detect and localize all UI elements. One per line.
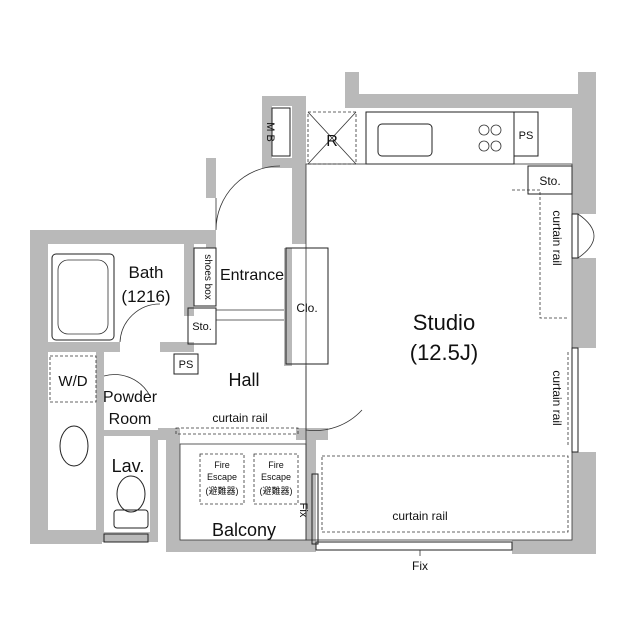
wall-balcony-left bbox=[166, 428, 180, 552]
wall-bath-right bbox=[184, 244, 194, 316]
fire-escape-2-line1: Fire bbox=[268, 460, 284, 470]
powder-door-arc bbox=[103, 374, 151, 397]
entrance-door-arc bbox=[215, 165, 281, 231]
fire-escape-2-line3: (避難器) bbox=[260, 485, 293, 496]
bath-size-label: (1216) bbox=[121, 287, 170, 306]
closet bbox=[285, 247, 329, 365]
curtain-rail-bottom bbox=[321, 455, 569, 533]
window-right-upper-door bbox=[577, 213, 595, 259]
ps-kitchen-box bbox=[513, 111, 539, 157]
wall-right-upper bbox=[572, 94, 596, 214]
wall-right-mid bbox=[572, 258, 596, 348]
wall-bath-bottom-right bbox=[160, 342, 194, 352]
window-bottom-fix bbox=[315, 541, 513, 551]
fire-escape-1-line1: Fire bbox=[214, 460, 230, 470]
sto-studio-label: Sto. bbox=[539, 174, 560, 188]
wall-bath-bottom-left bbox=[48, 342, 120, 352]
shoes-box-label: shoes box bbox=[202, 254, 213, 300]
ps-hall-box bbox=[173, 353, 199, 375]
fix-side-label: Fix bbox=[297, 503, 309, 518]
fix-bottom-label: Fix bbox=[412, 559, 428, 573]
wall-studio-left bbox=[292, 96, 306, 244]
balcony-floor bbox=[179, 443, 307, 541]
mb-label: M B bbox=[264, 122, 276, 142]
wall-balcony-right bbox=[306, 428, 316, 552]
fire-escape-2-line2: Escape bbox=[261, 472, 291, 482]
room-label: Room bbox=[109, 411, 152, 428]
wall-bottom-right bbox=[512, 540, 596, 554]
wall-top-left-cap bbox=[262, 96, 292, 106]
wall-powder-right bbox=[150, 430, 158, 542]
shoes-box bbox=[193, 247, 217, 307]
wall-corridor-top bbox=[262, 158, 306, 168]
studio-size-label: (12.5J) bbox=[410, 340, 478, 365]
ps-hall-label: PS bbox=[179, 359, 194, 371]
toilet-tank bbox=[113, 509, 149, 529]
wall-lav-bottom bbox=[102, 532, 158, 542]
stove-burner-2 bbox=[490, 124, 502, 136]
hall-label: Hall bbox=[228, 370, 259, 390]
sto-entrance-label: Sto. bbox=[192, 321, 212, 333]
bath-door-arc bbox=[119, 303, 161, 343]
fire-escape-1 bbox=[199, 453, 245, 505]
r-label: R bbox=[326, 133, 338, 150]
wall-left-top bbox=[30, 230, 216, 244]
lav-sink bbox=[59, 425, 89, 467]
sto-entrance-box bbox=[187, 307, 217, 345]
mb-box bbox=[271, 107, 291, 157]
wall-left bbox=[30, 230, 48, 542]
wall-balcony-bottom bbox=[166, 540, 316, 552]
window-right-upper bbox=[571, 213, 579, 259]
wall-right-lower bbox=[572, 452, 596, 554]
ps-kitchen-label: PS bbox=[519, 130, 534, 142]
balcony-window-fix bbox=[311, 473, 319, 545]
wall-lav-divider bbox=[96, 430, 158, 436]
balcony-label: Balcony bbox=[212, 520, 276, 540]
fire-escape-1-line3: (避難器) bbox=[206, 485, 239, 496]
studio-label: Studio bbox=[413, 310, 475, 335]
stove-burner-3 bbox=[478, 140, 490, 152]
stove-burner-1 bbox=[478, 124, 490, 136]
wd-box bbox=[49, 355, 97, 403]
curtain-rail-hall-label: curtain rail bbox=[212, 411, 267, 425]
clo-label: Clo. bbox=[296, 301, 317, 315]
bathtub bbox=[51, 253, 115, 341]
toilet-bowl bbox=[116, 475, 146, 513]
wall-powder-left bbox=[96, 352, 104, 542]
fire-escape-2 bbox=[253, 453, 299, 505]
curtain-rail-top-label: curtain rail bbox=[550, 210, 564, 265]
lav-label: Lav. bbox=[112, 456, 145, 476]
studio-door-arc bbox=[305, 366, 363, 431]
curtain-rail-hall bbox=[175, 427, 299, 435]
labels: Studio (12.5J) Bath (1216) Entrance shoe… bbox=[58, 122, 564, 573]
window-right-lower bbox=[571, 347, 579, 453]
wall-top bbox=[345, 94, 590, 108]
fixtures bbox=[49, 107, 595, 556]
wall-entrance-left bbox=[206, 158, 216, 198]
curtain-rail-right-label: curtain rail bbox=[550, 370, 564, 425]
bathtub-inner bbox=[57, 259, 109, 335]
wd-label: W/D bbox=[58, 373, 87, 390]
stove-burner-4 bbox=[490, 140, 502, 152]
walls bbox=[30, 72, 596, 554]
curtain-rail-bottom-label: curtain rail bbox=[392, 509, 447, 523]
bath-label: Bath bbox=[129, 263, 164, 282]
wall-clo-left bbox=[284, 248, 292, 366]
entrance-label: Entrance bbox=[220, 267, 284, 284]
powder-label: Powder bbox=[103, 389, 158, 406]
kitchen-sink bbox=[377, 123, 433, 157]
wall-left-bottom bbox=[30, 530, 102, 544]
curtain-rail-right-top bbox=[512, 189, 568, 319]
fire-escape-1-line2: Escape bbox=[207, 472, 237, 482]
lav-window bbox=[103, 533, 149, 543]
wall-mb-left bbox=[262, 96, 272, 158]
